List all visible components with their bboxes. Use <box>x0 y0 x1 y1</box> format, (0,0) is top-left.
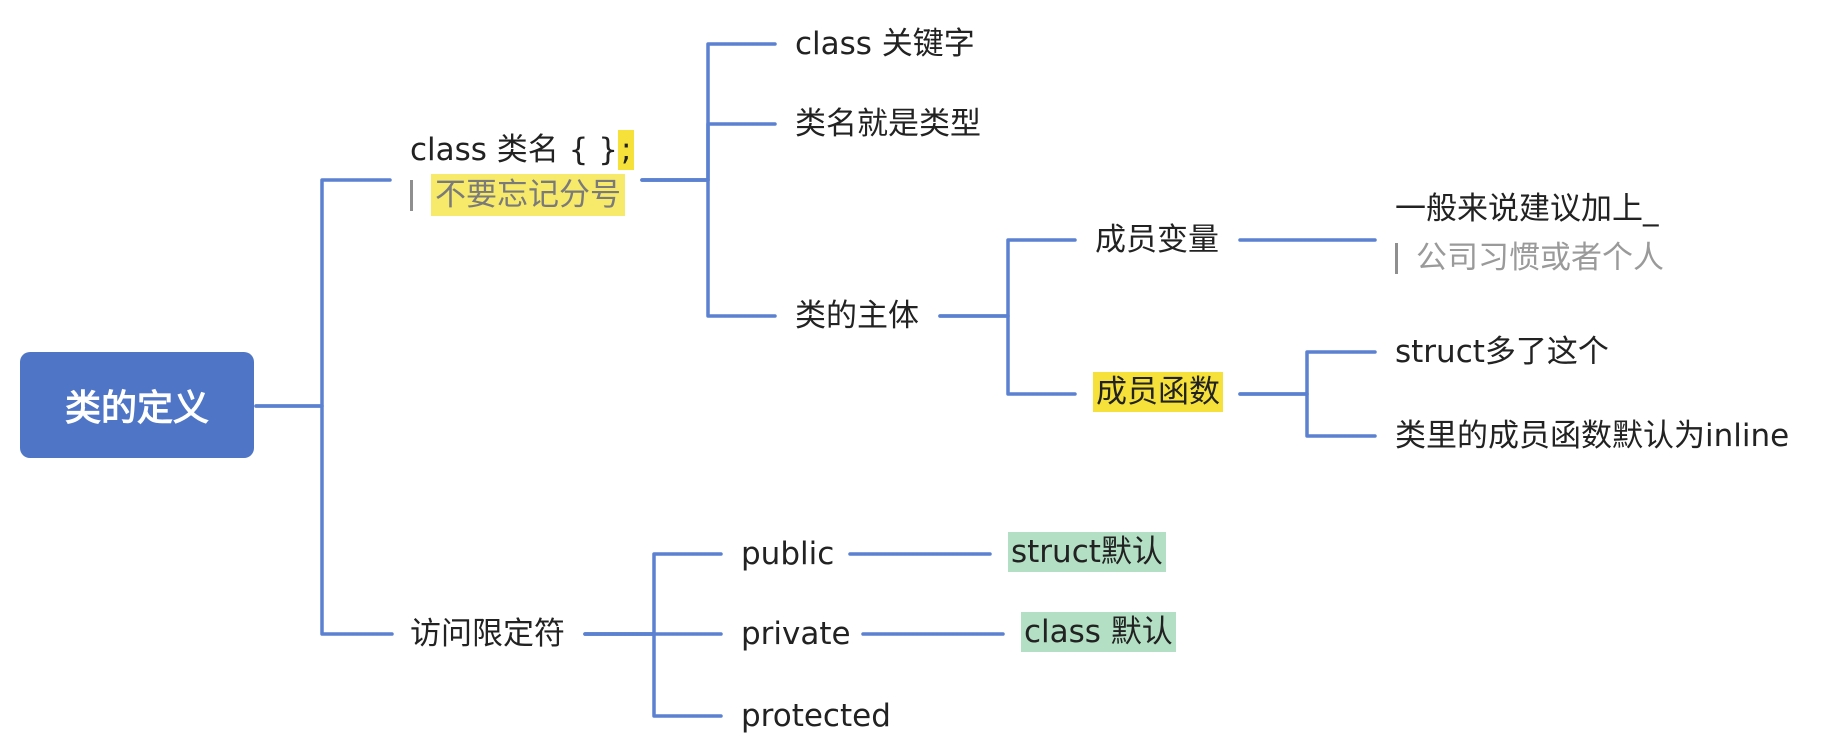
link-root-to-access <box>254 404 394 636</box>
note-semicolon: 不要忘记分号 <box>410 174 625 216</box>
node-class-default[interactable]: class 默认 <box>1021 612 1176 652</box>
node-member-variable[interactable]: 成员变量 <box>1095 225 1219 256</box>
node-class-keyword-label: class 关键字 <box>795 26 975 62</box>
node-struct-default-label: struct默认 <box>1008 532 1166 572</box>
link-root-to-class <box>254 178 392 408</box>
node-struct-extra[interactable]: struct多了这个 <box>1395 337 1609 368</box>
node-member-variable-label: 成员变量 <box>1095 222 1219 258</box>
link-body-to-member-var <box>938 238 1077 318</box>
note-company-habit-text: 公司习惯或者个人 <box>1416 240 1664 276</box>
node-protected[interactable]: protected <box>741 701 891 732</box>
node-class-body[interactable]: 类的主体 <box>795 301 919 332</box>
node-private[interactable]: private <box>741 619 851 650</box>
node-protected-label: protected <box>741 698 891 734</box>
node-inline-default-label: 类里的成员函数默认为inline <box>1395 418 1790 454</box>
link-class-to-typename <box>640 122 777 182</box>
node-classname-is-type[interactable]: 类名就是类型 <box>795 109 981 140</box>
node-access-specifiers-label: 访问限定符 <box>410 616 565 652</box>
node-member-function-label: 成员函数 <box>1093 372 1223 412</box>
node-classname-is-type-label: 类名就是类型 <box>795 106 981 142</box>
semicolon-highlight: ; <box>617 130 635 170</box>
node-class-syntax[interactable]: class 类名 { }; <box>410 130 635 170</box>
node-member-function[interactable]: 成员函数 <box>1093 372 1223 412</box>
link-access-to-protected <box>583 632 723 718</box>
node-underscore-advice-label: 一般来说建议加上_ <box>1395 191 1659 227</box>
node-class-syntax-label: class 类名 { } <box>410 132 618 168</box>
root-node[interactable]: 类的定义 <box>20 352 254 458</box>
node-class-keyword[interactable]: class 关键字 <box>795 29 975 60</box>
root-node-label: 类的定义 <box>64 388 209 429</box>
node-underscore-advice[interactable]: 一般来说建议加上_ <box>1395 194 1659 225</box>
node-struct-default[interactable]: struct默认 <box>1008 532 1166 572</box>
node-access-specifiers[interactable]: 访问限定符 <box>410 619 565 650</box>
node-private-label: private <box>741 616 851 652</box>
node-public-label: public <box>741 536 835 572</box>
link-class-to-body <box>640 178 777 318</box>
link-member-func-to-inline <box>1238 392 1377 438</box>
node-class-body-label: 类的主体 <box>795 298 919 334</box>
note-company-habit: 公司习惯或者个人 <box>1395 243 1664 274</box>
node-public[interactable]: public <box>741 539 834 570</box>
link-access-to-public <box>583 552 723 636</box>
note-semicolon-text: 不要忘记分号 <box>431 174 625 216</box>
node-struct-extra-label: struct多了这个 <box>1395 334 1609 370</box>
link-body-to-member-func <box>938 314 1077 396</box>
node-class-default-label: class 默认 <box>1021 612 1176 652</box>
link-member-func-to-struct <box>1238 350 1377 396</box>
node-inline-default[interactable]: 类里的成员函数默认为inline <box>1395 421 1789 452</box>
